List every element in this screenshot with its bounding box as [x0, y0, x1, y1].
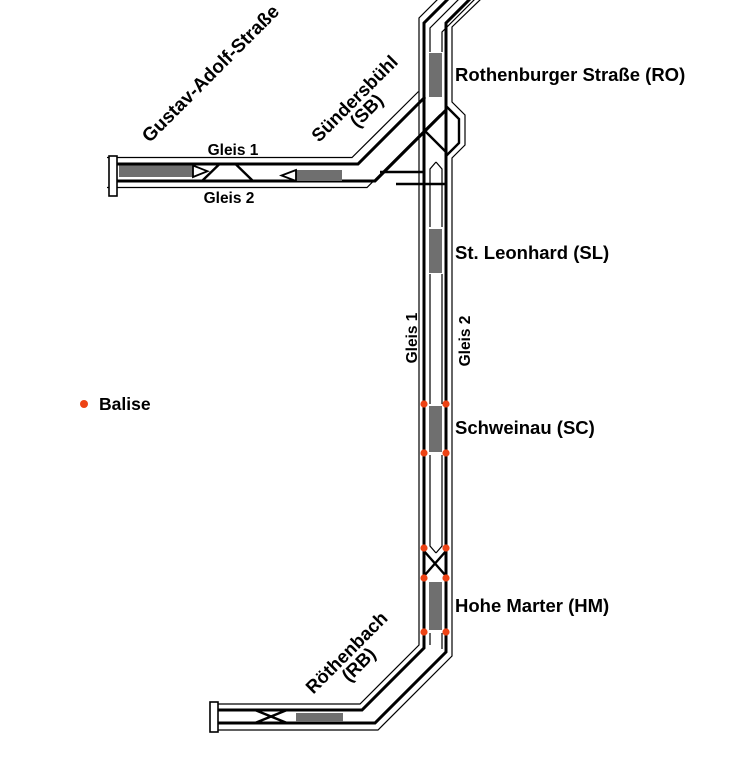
- label-suendersbuehl: Sündersbühl: [307, 51, 402, 146]
- train-arrow-right-icon: [192, 164, 210, 179]
- main-track-gleis1: [218, 0, 450, 712]
- balise-dot: [420, 544, 428, 552]
- label-ga-gleis1: Gleis 1: [208, 142, 259, 159]
- balise-dot: [442, 449, 450, 457]
- legend: Balise: [80, 394, 151, 414]
- casing-inner: [435, 161, 443, 227]
- balise-dot: [442, 628, 450, 636]
- platforms: [296, 53, 442, 722]
- casing-right-outer: [211, 0, 481, 731]
- balise-dot: [442, 544, 450, 552]
- junction-crossover: [423, 129, 447, 153]
- trains: [119, 164, 342, 183]
- platform-roethenbach: [296, 713, 343, 722]
- balise-layer: [420, 400, 450, 636]
- pocket-track: [445, 105, 461, 157]
- balise-dot: [420, 628, 428, 636]
- hm-scissors-2: [423, 550, 447, 577]
- label-gustav-adolf-strasse: Gustav-Adolf-Straße: [138, 1, 283, 146]
- station-label-hohe-marter: Hohe Marter (HM): [455, 595, 609, 616]
- station-label-st-leonhard: St. Leonhard (SL): [455, 242, 609, 263]
- gleis-labels: Gleis 1 Gleis 2 Gleis 1 Gleis 2: [204, 142, 474, 366]
- branch-track-gleis1: [117, 95, 427, 166]
- platform-hohe-marter: [429, 582, 442, 630]
- ga-crossover-right: [235, 163, 254, 182]
- label-main-gleis2: Gleis 2: [457, 316, 474, 367]
- balise-dot: [420, 449, 428, 457]
- train-arrow-left-icon: [278, 168, 297, 183]
- label-main-gleis1: Gleis 1: [404, 312, 421, 363]
- casing-top-inner-left: [429, 0, 459, 52]
- balise-dot: [420, 574, 428, 582]
- label-ga-gleis2: Gleis 2: [204, 190, 255, 207]
- balise-legend-label: Balise: [99, 394, 151, 414]
- casing-inner: [429, 161, 437, 227]
- label-roethenbach: Röthenbach: [301, 607, 391, 697]
- balise-dot: [442, 574, 450, 582]
- station-label-schweinau: Schweinau (SC): [455, 417, 595, 438]
- buffer-stop-roethenbach: [209, 701, 219, 733]
- balise-dot: [420, 400, 428, 408]
- main-track-gleis2: [218, 0, 472, 725]
- platform-st-leonhard: [429, 229, 442, 273]
- casing-inner: [435, 455, 443, 554]
- casing-left-outer: [211, 0, 438, 705]
- platform-rothenburger-strasse: [429, 53, 442, 97]
- train-gleis1: [119, 165, 193, 177]
- casing-top-inner-right: [441, 0, 475, 52]
- train-gleis2: [296, 170, 342, 181]
- ga-crossover-left: [201, 163, 220, 182]
- rb-crossover-2: [254, 708, 288, 725]
- casing-branch-top: [107, 91, 419, 159]
- buffer-stop-gustav-adolf: [108, 155, 118, 197]
- platform-schweinau: [429, 406, 442, 452]
- station-label-rothenburger-strasse: Rothenburger Straße (RO): [455, 64, 685, 85]
- balise-dot: [442, 400, 450, 408]
- station-labels: Rothenburger Straße (RO) St. Leonhard (S…: [455, 64, 685, 616]
- branch-labels: Gustav-Adolf-Straße Sündersbühl (SB) Röt…: [138, 1, 401, 697]
- casing-inner: [429, 455, 437, 554]
- balise-legend-dot: [80, 400, 88, 408]
- tracks: [117, 0, 472, 725]
